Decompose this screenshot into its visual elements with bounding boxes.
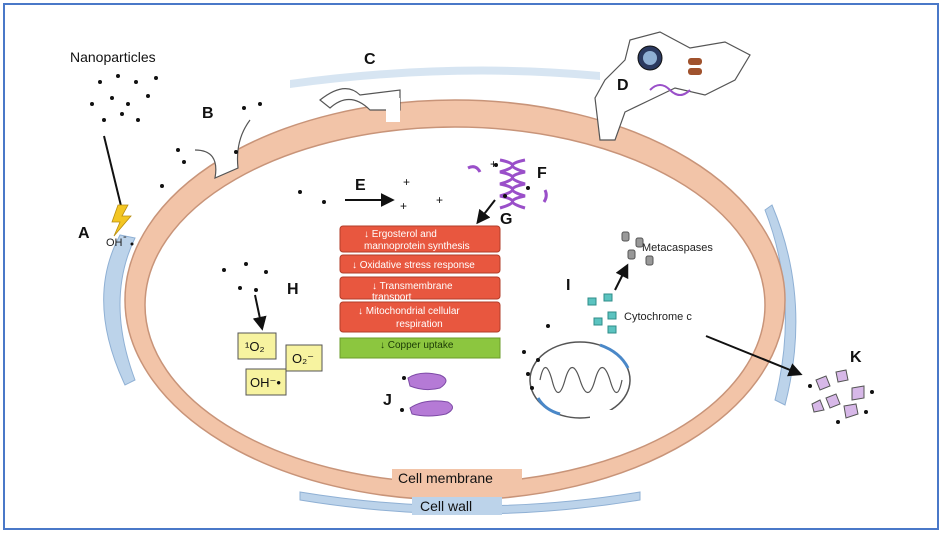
lightning-icon (111, 204, 132, 237)
effect-3-line2: transport (372, 292, 412, 303)
label-j: J (383, 392, 392, 409)
nanoparticle-cluster-inside (298, 190, 326, 204)
cell-wall-label: Cell wall (420, 498, 472, 514)
label-k: K (850, 349, 862, 366)
dna-helix-icon (499, 158, 526, 210)
label-g: G (500, 211, 512, 228)
superoxide-label: O₂⁻ (292, 351, 314, 366)
oh-radical-label: OH (106, 237, 123, 249)
effect-box-2 (339, 254, 501, 274)
mitochondrion-icon (529, 341, 631, 419)
copper-box (339, 337, 501, 359)
label-h: H (287, 281, 299, 298)
mito-dots (522, 324, 550, 390)
effect-4-line1: ↓ Mitochondrial cellular (358, 306, 460, 317)
vesicle-icons (407, 372, 453, 417)
label-i: I (566, 277, 570, 294)
cytochrome-label: Cytochrome c (624, 311, 692, 323)
label-d: D (617, 77, 629, 94)
metacaspases-label: Metacaspases (642, 242, 713, 254)
effect-2-line1: ↓ Oxidative stress response (352, 260, 475, 271)
oh-minus-label: - (123, 231, 127, 243)
cell-wall-right (764, 204, 797, 406)
arrow-h (252, 294, 267, 331)
nanoparticles-label: Nanoparticles (70, 49, 156, 65)
effect-1-line2: mannoprotein synthesis (364, 241, 470, 252)
label-f: F (537, 165, 547, 182)
ros-boxes: ¹O₂ O₂⁻ OH⁻• (237, 332, 323, 396)
effect-box-4 (339, 301, 501, 333)
nanoparticle-line (103, 135, 123, 211)
membrane-label-bg (392, 469, 522, 487)
apoptotic-body-icons (811, 369, 865, 419)
effects-stack: ↓ Copper uptake ↓ Ergosterol and mannopr… (339, 225, 501, 359)
ion-plus-signs: + + + + (400, 157, 497, 213)
svg-text:+: + (490, 157, 497, 171)
arrow-i (614, 263, 629, 291)
hydroxyl-label: OH⁻• (250, 375, 281, 390)
label-b: B (202, 105, 214, 122)
cytochrome-c-icons (587, 293, 617, 334)
endocytosis-structure (637, 45, 702, 96)
superoxide-box (285, 344, 323, 372)
effect-1-line1: ↓ Ergosterol and (364, 229, 437, 240)
cell-membrane-label: Cell membrane (398, 470, 493, 486)
effect-box-3 (339, 276, 501, 300)
svg-text:+: + (403, 175, 410, 189)
label-c: C (364, 51, 376, 68)
effect-box-1 (339, 225, 501, 253)
dna-fragment-icon (467, 165, 482, 173)
svg-text:+: + (400, 199, 407, 213)
metacaspase-icons (621, 231, 654, 266)
arrow-g (476, 199, 496, 225)
svg-text:+: + (436, 193, 443, 207)
figure-frame (3, 3, 939, 530)
effect-3-line1: ↓ Transmembrane (372, 281, 453, 292)
dna-fragment-icon-2 (542, 189, 548, 203)
cell-wall-left (103, 234, 136, 386)
cell-wall-top (290, 66, 600, 88)
singlet-oxygen-label: ¹O₂ (245, 339, 265, 354)
pore-b (194, 119, 251, 179)
label-a: A (78, 225, 90, 242)
mito-mask (590, 410, 638, 440)
singlet-oxygen-box (237, 332, 277, 360)
label-e: E (355, 177, 366, 194)
effect-4-line2: respiration (396, 319, 443, 330)
arrow-k (705, 335, 803, 377)
ros-dots (222, 262, 268, 292)
nanoparticle-cluster-outside (90, 74, 262, 188)
effect-copper: ↓ Copper uptake (380, 340, 454, 351)
pore-d (594, 31, 751, 141)
wall-label-bg (412, 497, 502, 515)
hydroxyl-box (245, 368, 287, 396)
